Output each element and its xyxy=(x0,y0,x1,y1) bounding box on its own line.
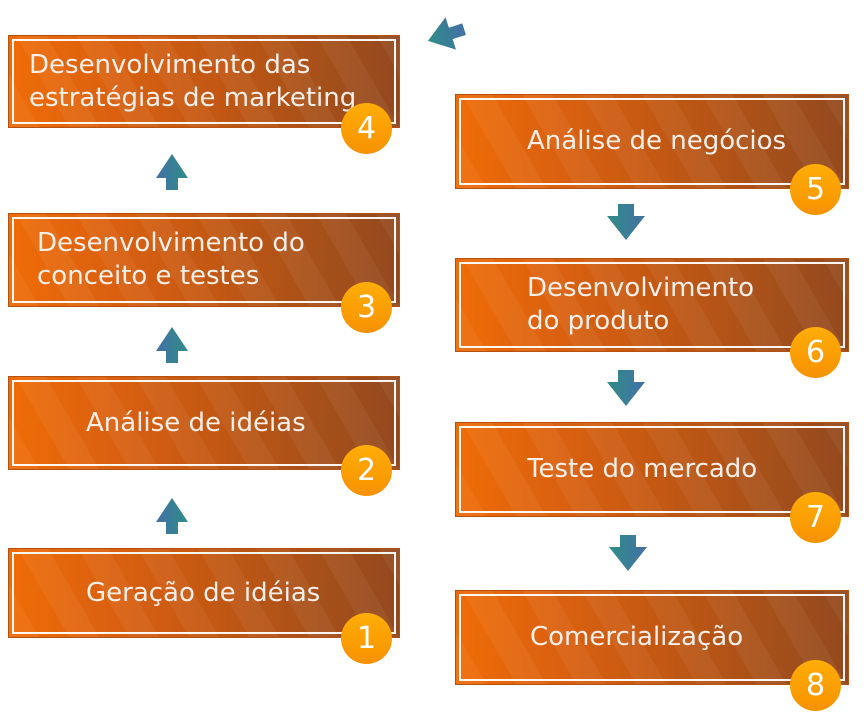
step-label: Análise de idéias xyxy=(9,377,399,469)
step-number-badge: 3 xyxy=(341,282,392,333)
step-label-line: Análise de negócios xyxy=(527,126,787,156)
step-number: 4 xyxy=(356,111,377,146)
step-number: 3 xyxy=(356,290,377,325)
step-box-5: Análise de negócios 5 xyxy=(455,94,849,215)
step-box-2: Análise de idéias 2 xyxy=(8,376,400,496)
step-label-line: Geração de idéias xyxy=(86,577,321,608)
step-label: Geração de idéias xyxy=(9,549,399,637)
step-number-badge: 4 xyxy=(341,103,392,154)
up-arrow-icon xyxy=(155,326,189,368)
down-arrow-icon xyxy=(606,203,646,245)
step-label: Desenvolvimento das estratégias de marke… xyxy=(9,36,399,127)
step-label: Desenvolvimento do produto xyxy=(456,259,848,351)
left-arrow-icon xyxy=(424,13,468,61)
step-box-4: Desenvolvimento das estratégias de marke… xyxy=(8,35,400,154)
step-number-badge: 8 xyxy=(790,660,841,711)
step-box-7: Teste do mercado 7 xyxy=(455,422,849,543)
step-number: 6 xyxy=(805,335,826,370)
step-number-badge: 7 xyxy=(790,492,841,543)
step-box-1: Geração de idéias 1 xyxy=(8,548,400,664)
down-arrow-icon xyxy=(608,534,648,576)
step-number-badge: 2 xyxy=(341,445,392,496)
step-label-line: Teste do mercado xyxy=(527,454,758,484)
step-label-line: estratégias de marketing xyxy=(29,82,357,113)
step-number: 1 xyxy=(356,621,377,656)
up-arrow-icon xyxy=(155,153,189,195)
step-label: Análise de negócios xyxy=(456,95,848,188)
step-label-line: Desenvolvimento xyxy=(527,273,755,303)
step-label-line: Análise de idéias xyxy=(86,407,306,438)
step-label-line: do produto xyxy=(527,306,670,336)
step-label-line: conceito e testes xyxy=(37,261,260,291)
step-box-8: Comercialização 8 xyxy=(455,590,849,711)
step-label-line: Comercialização xyxy=(530,622,744,652)
step-box-3: Desenvolvimento do conceito e testes 3 xyxy=(8,213,400,333)
step-label-line: Desenvolvimento do xyxy=(37,228,305,258)
step-number-badge: 1 xyxy=(341,613,392,664)
step-box-6: Desenvolvimento do produto 6 xyxy=(455,258,849,378)
step-label: Desenvolvimento do conceito e testes xyxy=(9,214,399,306)
step-number: 5 xyxy=(805,172,826,207)
step-label: Teste do mercado xyxy=(456,423,848,516)
step-number: 2 xyxy=(356,453,377,488)
step-number-badge: 5 xyxy=(790,164,841,215)
step-label: Comercialização xyxy=(456,591,848,684)
step-number-badge: 6 xyxy=(790,327,841,378)
step-label-line: Desenvolvimento das xyxy=(29,49,311,80)
down-arrow-icon xyxy=(606,369,646,411)
step-number: 7 xyxy=(805,500,826,535)
step-number: 8 xyxy=(805,668,826,703)
up-arrow-icon xyxy=(155,497,189,539)
